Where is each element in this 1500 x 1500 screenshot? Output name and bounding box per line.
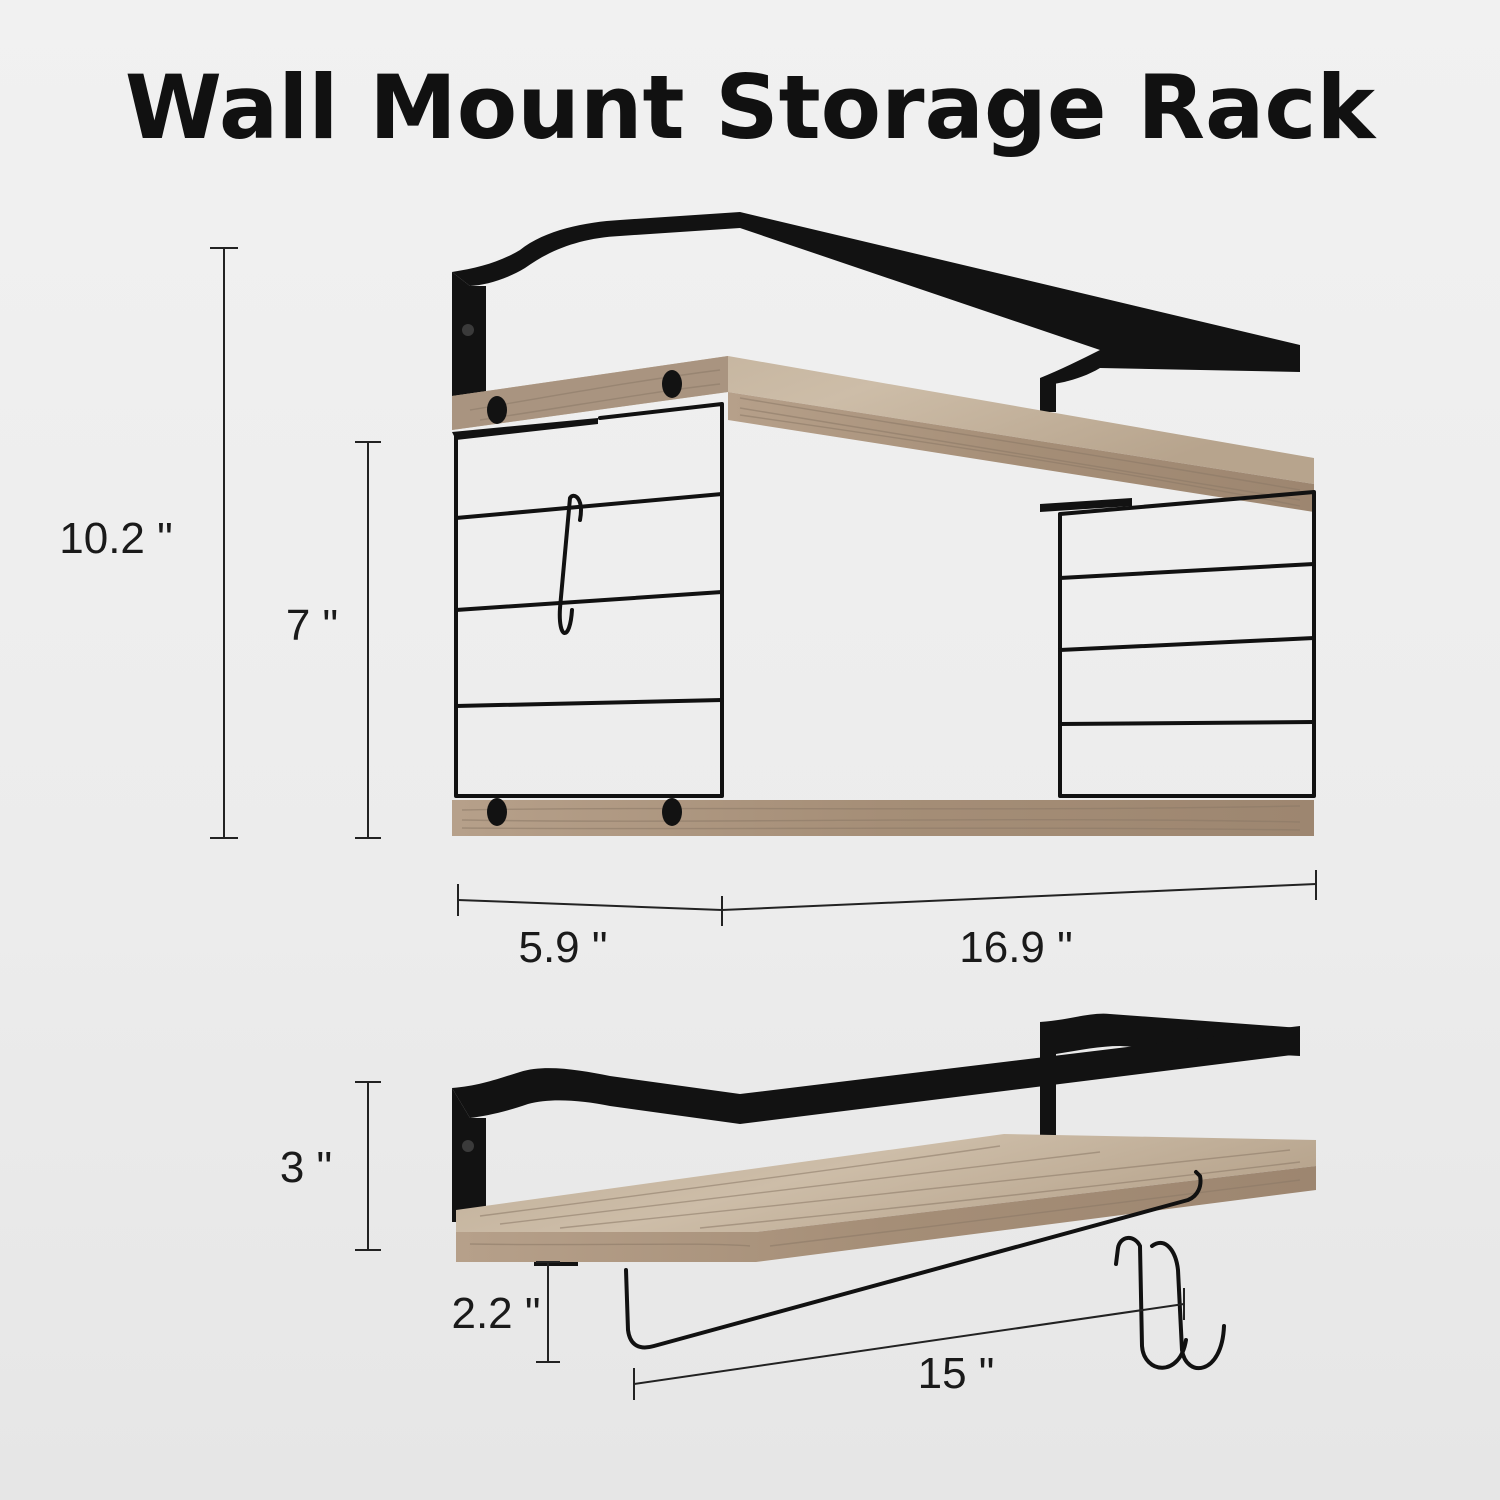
lower-shelf-unit bbox=[452, 1013, 1316, 1370]
width-label: 16.9 " bbox=[959, 923, 1072, 972]
towel-bar bbox=[624, 1170, 1203, 1350]
upper-left-bracket bbox=[452, 272, 486, 414]
s-hook-icon bbox=[557, 493, 583, 635]
dim-towel-bar-drop: 2.2 " bbox=[451, 1261, 560, 1363]
lower-board-top bbox=[456, 1134, 1316, 1232]
inner-height-label: 7 " bbox=[286, 601, 338, 650]
dim-small-shelf-height: 3 " bbox=[280, 1081, 381, 1251]
upper-shelf-unit bbox=[452, 212, 1316, 836]
upper-top-metal-bar bbox=[452, 212, 1300, 385]
upper-left-wire-frame bbox=[452, 370, 724, 798]
lower-front-metal-bar bbox=[452, 1026, 1300, 1124]
screw-icon bbox=[462, 1140, 474, 1152]
upper-right-wire-frame bbox=[1040, 490, 1316, 798]
dim-depth-width: 5.9 " 16.9 " bbox=[457, 870, 1317, 972]
screw-icon bbox=[462, 324, 474, 336]
page-title: Wall Mount Storage Rack bbox=[125, 56, 1378, 159]
lower-board-front bbox=[456, 1166, 1316, 1262]
towel-bar-drop-label: 2.2 " bbox=[451, 1289, 540, 1338]
towel-bar-length-label: 15 " bbox=[918, 1349, 995, 1398]
upper-right-bracket bbox=[1040, 380, 1056, 412]
upper-board-side bbox=[452, 356, 728, 430]
upper-lower-board-grain bbox=[461, 805, 1301, 831]
small-shelf-height-label: 3 " bbox=[280, 1143, 332, 1192]
dim-towel-bar-length: 15 " bbox=[633, 1288, 1185, 1400]
lower-left-bracket bbox=[452, 1088, 486, 1222]
dim-inner-height: 7 " bbox=[286, 441, 381, 839]
depth-label: 5.9 " bbox=[518, 923, 607, 972]
lower-board-grain bbox=[469, 1145, 1301, 1247]
hook-icon bbox=[1114, 1236, 1226, 1370]
overall-height-label: 10.2 " bbox=[59, 514, 172, 563]
dim-overall-height: 10.2 " bbox=[59, 247, 238, 839]
upper-lower-board-front bbox=[452, 800, 1314, 836]
